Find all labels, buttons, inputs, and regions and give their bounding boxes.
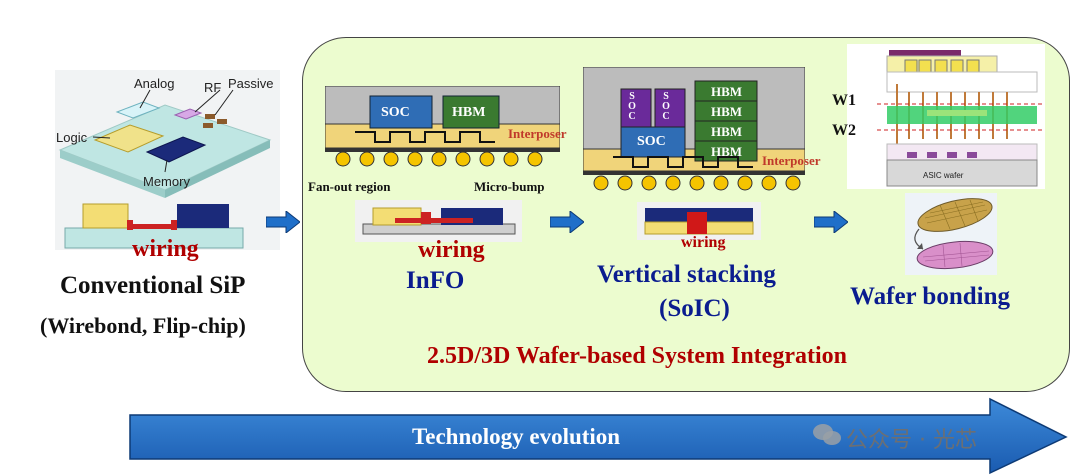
conventional-sip-diagram: [55, 70, 280, 250]
technology-evolution-label: Technology evolution: [412, 424, 621, 449]
info-package-diagram: [325, 86, 560, 167]
soic-hbm-label-2: HBM: [711, 104, 743, 119]
soic-hbm-label-3: HBM: [711, 124, 743, 139]
soic-title-line2: (SoIC): [659, 295, 730, 322]
info-wiring-diagram: [355, 200, 522, 242]
arrow-icon-2: [550, 211, 584, 233]
asic-wafer-label: ASIC wafer: [923, 171, 964, 180]
soic-interposer-label: Interposer: [762, 153, 821, 168]
logic-label: Logic: [56, 130, 88, 145]
watermark-label: 公众号 · 光芯: [846, 428, 977, 453]
soic-soc-vertical-label-1: S O C: [628, 91, 636, 122]
soic-soc-vertical-label-2: S O C: [662, 91, 670, 122]
w2-label: W2: [832, 122, 856, 139]
conventional-wiring-label: wiring: [132, 236, 199, 262]
analog-label: Analog: [134, 76, 175, 91]
conventional-sip-title: Conventional SiP: [60, 272, 246, 299]
soic-hbm-label-1: HBM: [711, 84, 743, 99]
soic-wiring-diagram: [637, 202, 761, 240]
soic-package-diagram: [583, 67, 805, 191]
soic-hbm-label-4: HBM: [711, 144, 743, 159]
soic-wiring-label: wiring: [681, 234, 726, 251]
wafer-bonding-cross-section: [847, 44, 1045, 189]
arrow-icon-3: [814, 211, 848, 233]
arrow-icon-1: [266, 211, 300, 233]
conventional-sip-subtitle: (Wirebond, Flip-chip): [40, 313, 246, 338]
technology-evolution-arrow: [129, 397, 1068, 475]
wafer-bonding-title: Wafer bonding: [850, 283, 1010, 310]
panel-caption: 2.5D/3D Wafer-based System Integration: [427, 343, 847, 369]
fanout-region-label: Fan-out region: [308, 179, 391, 194]
info-soc-label: SOC: [381, 105, 410, 120]
w1-label: W1: [832, 92, 856, 109]
memory-label: Memory: [143, 174, 190, 189]
passive-label: Passive: [228, 76, 274, 91]
microbump-label: Micro-bump: [474, 179, 545, 194]
wechat-icon: [813, 424, 841, 445]
info-wiring-label: wiring: [418, 237, 485, 263]
info-hbm-label: HBM: [452, 105, 486, 120]
soic-soc-label: SOC: [637, 134, 666, 149]
rf-label: RF: [204, 80, 222, 95]
info-title: InFO: [406, 267, 465, 294]
info-interposer-label: Interposer: [508, 126, 567, 141]
wafer-bonding-illustration: [905, 193, 997, 275]
soic-title-line1: Vertical stacking: [597, 261, 776, 288]
